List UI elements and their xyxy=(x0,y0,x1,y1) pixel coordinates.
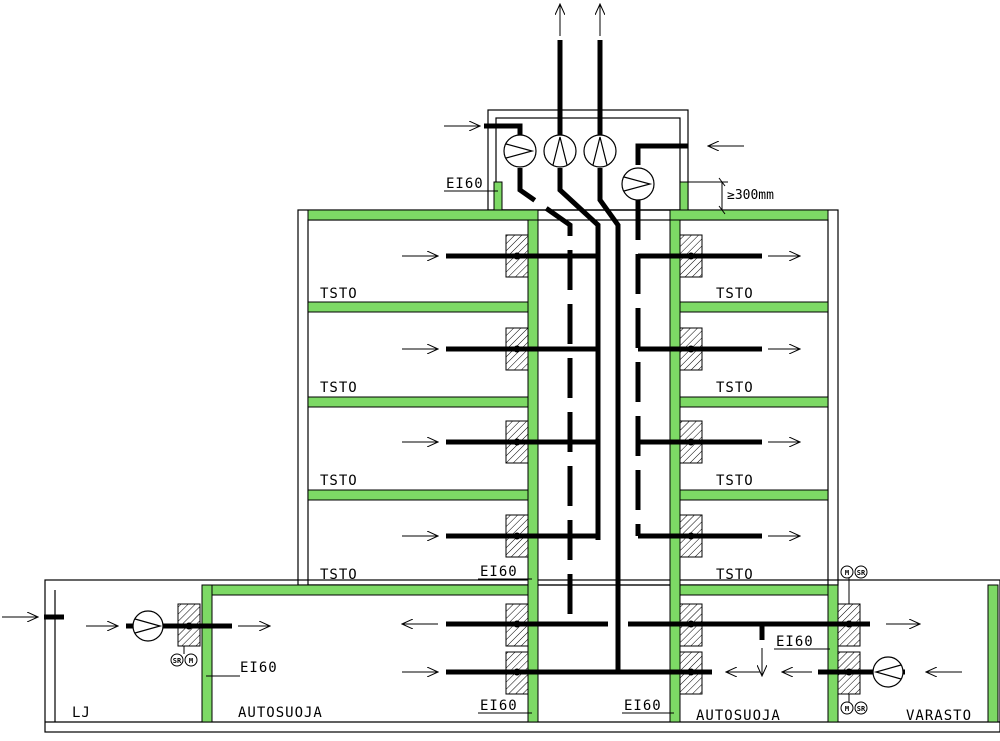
ei60-label: EI60 xyxy=(446,176,484,192)
smoke-relay-icon xyxy=(854,701,868,715)
motor-label: M xyxy=(189,657,193,665)
shaft-ducts xyxy=(484,40,688,672)
room-label: TSTO xyxy=(716,567,754,583)
ei60-label: EI60 xyxy=(240,660,278,676)
ei60-label: EI60 xyxy=(624,698,662,714)
clearance-label: ≥300mm xyxy=(727,188,774,203)
room-label: TSTO xyxy=(320,567,358,583)
fan-icon xyxy=(583,134,617,168)
room-label: TSTO xyxy=(716,380,754,396)
fire-damper-icon xyxy=(505,234,529,278)
fire-walls xyxy=(201,181,999,723)
text-labels: TSTO TSTO TSTO TSTO TSTO TSTO TSTO TSTO … xyxy=(72,176,972,724)
smoke-relay-label: SR xyxy=(173,657,182,665)
room-label: TSTO xyxy=(320,286,358,302)
actuator-marker-labels: M SR M SR SR M xyxy=(173,569,866,713)
fire-damper-icon xyxy=(505,514,529,558)
room-label: TSTO xyxy=(320,380,358,396)
motor-icon xyxy=(840,701,854,715)
ei60-leaders xyxy=(206,190,830,714)
garage-label: AUTOSUOJA xyxy=(696,708,781,724)
room-label: TSTO xyxy=(320,473,358,489)
motor-icon xyxy=(184,653,198,667)
smoke-relay-label: SR xyxy=(857,705,866,713)
fire-damper-icon xyxy=(679,651,703,695)
ei60-label: EI60 xyxy=(776,634,814,650)
fire-damper-icon xyxy=(837,651,861,695)
clearance-dimension xyxy=(688,177,728,215)
fire-damper-icon xyxy=(505,603,529,647)
ground-fans xyxy=(132,610,904,688)
fire-damper-icon xyxy=(679,603,703,647)
airflow-arrows xyxy=(2,4,962,676)
fire-damper-icon xyxy=(679,514,703,558)
lj-label: LJ xyxy=(72,705,91,721)
fire-damper-icon xyxy=(505,420,529,464)
fire-damper-icon xyxy=(177,603,201,647)
fan-icon xyxy=(132,610,164,642)
fire-damper-icon xyxy=(679,327,703,371)
branch-ducts xyxy=(44,253,905,675)
garage-label: AUTOSUOJA xyxy=(238,705,323,721)
motor-label: M xyxy=(845,569,849,577)
smoke-relay-label: SR xyxy=(857,569,866,577)
motor-label: M xyxy=(845,705,849,713)
fire-damper-icon xyxy=(505,651,529,695)
smoke-relay-icon xyxy=(170,653,184,667)
fire-damper-icon xyxy=(679,420,703,464)
ei60-label: EI60 xyxy=(480,698,518,714)
fire-damper-icon xyxy=(505,327,529,371)
fire-damper-icon xyxy=(679,234,703,278)
fire-damper-icon xyxy=(837,603,861,647)
fan-icon xyxy=(872,656,904,688)
fan-icon xyxy=(543,134,577,168)
fan-icon xyxy=(503,134,537,168)
smoke-relay-icon xyxy=(854,565,868,579)
storage-label: VARASTO xyxy=(906,708,972,724)
fire-dampers xyxy=(177,234,861,695)
room-label: TSTO xyxy=(716,286,754,302)
fan-icon xyxy=(621,167,655,201)
room-label: TSTO xyxy=(716,473,754,489)
ei60-label: EI60 xyxy=(480,564,518,580)
roof-fans xyxy=(503,134,655,201)
motor-icon xyxy=(840,565,854,579)
actuator-markers xyxy=(170,565,868,715)
